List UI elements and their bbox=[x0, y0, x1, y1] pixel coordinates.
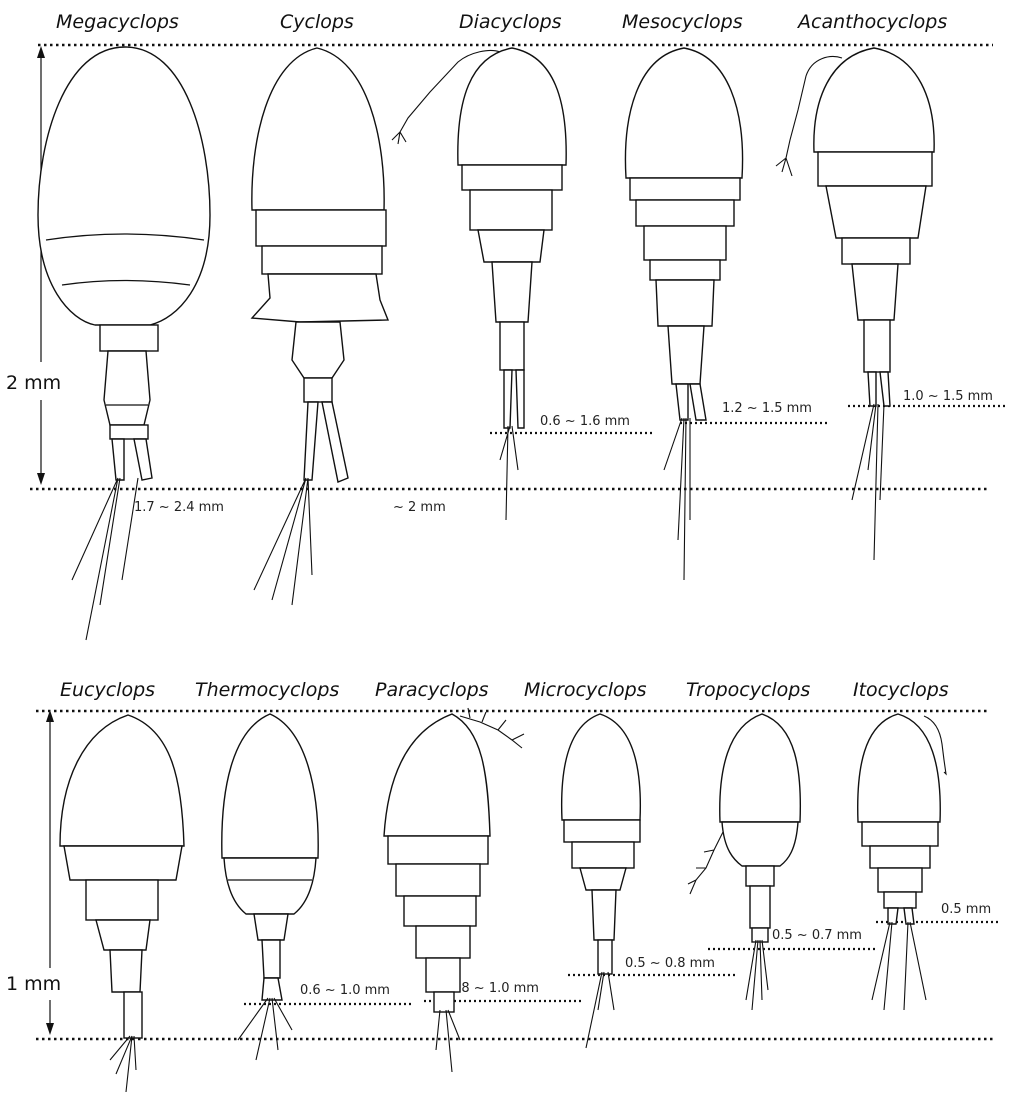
genus-label-eucyclops: Eucyclops bbox=[60, 679, 155, 701]
row2-scale-label: 1 mm bbox=[6, 973, 61, 995]
size-label-microcyclops: 0.5 ~ 0.8 mm bbox=[625, 956, 715, 971]
eucyclops-drawing bbox=[60, 715, 184, 1092]
size-label-cyclops: ~ 2 mm bbox=[393, 500, 446, 515]
paracyclops-drawing bbox=[384, 708, 524, 1072]
size-label-diacyclops: 0.6 ~ 1.6 mm bbox=[540, 414, 630, 429]
size-label-thermocyclops: 0.6 ~ 1.0 mm bbox=[300, 983, 390, 998]
acanthocyclops-drawing bbox=[776, 48, 934, 560]
genus-label-itocyclops: Itocyclops bbox=[853, 679, 949, 701]
cyclops-drawing bbox=[252, 48, 388, 605]
size-label-paracyclops: 0.8 ~ 1.0 mm bbox=[449, 981, 539, 996]
mesocyclops-drawing bbox=[625, 48, 742, 580]
genus-label-cyclops: Cyclops bbox=[280, 11, 354, 33]
genus-label-mesocyclops: Mesocyclops bbox=[622, 11, 743, 33]
row1-scale-label: 2 mm bbox=[6, 372, 61, 394]
genus-label-thermocyclops: Thermocyclops bbox=[195, 679, 339, 701]
genus-label-megacyclops: Megacyclops bbox=[56, 11, 179, 33]
size-label-megacyclops: 1.7 ~ 2.4 mm bbox=[134, 500, 224, 515]
microcyclops-drawing bbox=[562, 714, 641, 1048]
size-label-tropocyclops: 0.5 ~ 0.7 mm bbox=[772, 928, 862, 943]
genus-label-acanthocyclops: Acanthocyclops bbox=[796, 11, 947, 33]
genus-label-diacyclops: Diacyclops bbox=[459, 11, 562, 33]
size-label-acanthocyclops: 1.0 ~ 1.5 mm bbox=[903, 389, 993, 404]
size-label-mesocyclops: 1.2 ~ 1.5 mm bbox=[722, 401, 812, 416]
itocyclops-drawing bbox=[858, 714, 946, 1010]
genus-label-microcyclops: Microcyclops bbox=[524, 679, 647, 701]
diacyclops-drawing bbox=[392, 48, 566, 520]
thermocyclops-drawing bbox=[222, 714, 318, 1060]
genus-label-tropocyclops: Tropocyclops bbox=[686, 679, 810, 701]
genus-label-paracyclops: Paracyclops bbox=[375, 679, 489, 701]
size-label-itocyclops: 0.5 mm bbox=[941, 902, 991, 917]
megacyclops-drawing bbox=[38, 47, 210, 640]
